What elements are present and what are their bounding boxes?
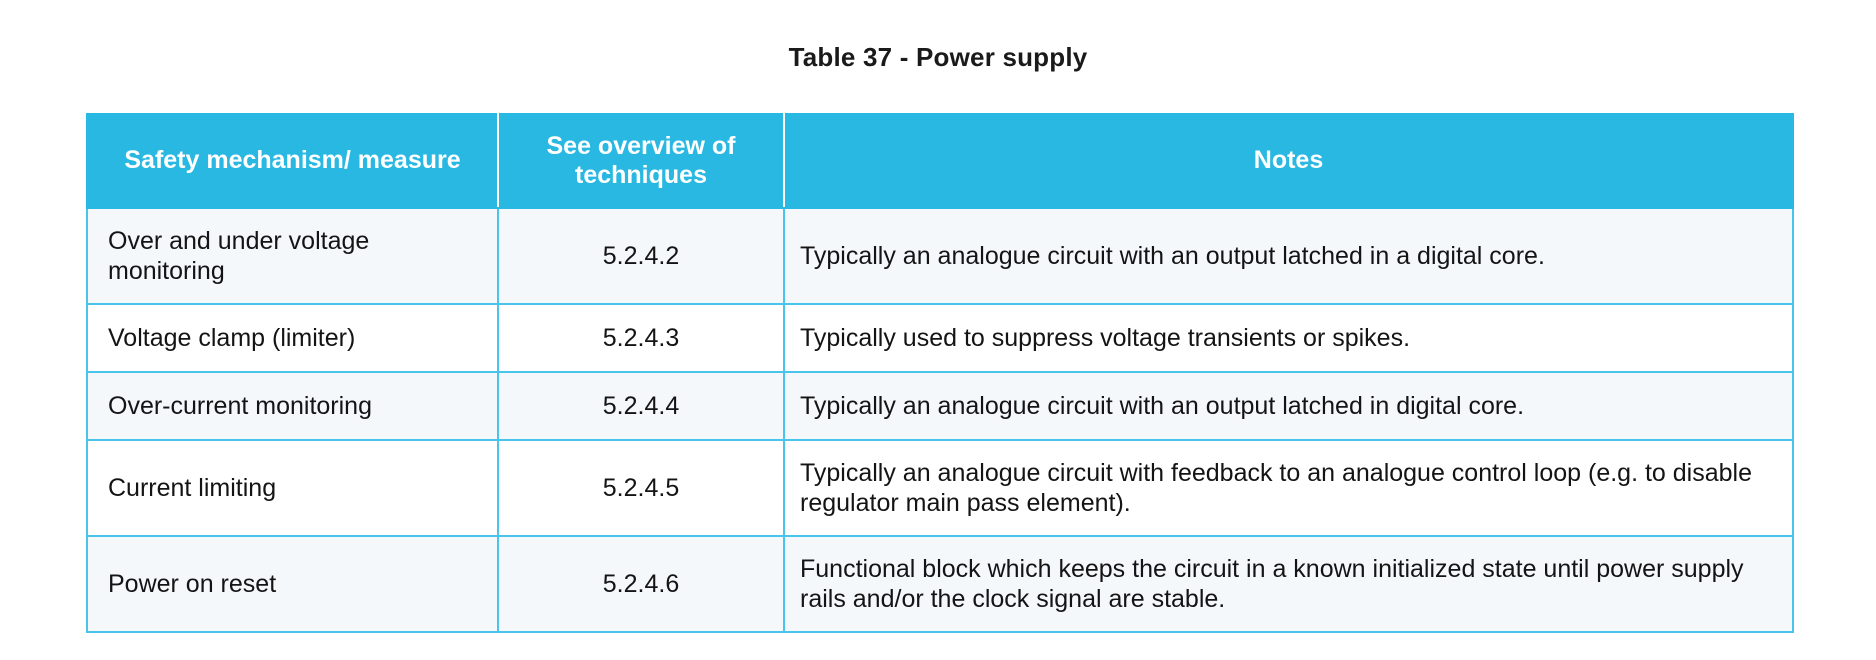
- table-row: Over and under voltage monitoring 5.2.4.…: [86, 207, 1794, 305]
- column-header-see-overview-of-techniques: See overview of techniques: [497, 113, 785, 209]
- cell-safety-mechanism: Power on reset: [86, 535, 499, 633]
- table-row: Over-current monitoring 5.2.4.4 Typicall…: [86, 371, 1794, 441]
- table-body: Over and under voltage monitoring 5.2.4.…: [86, 207, 1794, 633]
- column-header-safety-mechanism: Safety mechanism/ measure: [86, 113, 499, 209]
- cell-safety-mechanism: Over-current monitoring: [86, 371, 499, 441]
- cell-technique-reference: 5.2.4.3: [497, 303, 785, 373]
- cell-technique-reference: 5.2.4.6: [497, 535, 785, 633]
- power-supply-table: Safety mechanism/ measure See overview o…: [86, 113, 1794, 633]
- table-header: Safety mechanism/ measure See overview o…: [86, 113, 1794, 209]
- cell-notes: Typically an analogue circuit with feedb…: [783, 439, 1794, 537]
- table-row: Current limiting 5.2.4.5 Typically an an…: [86, 439, 1794, 537]
- table-row: Power on reset 5.2.4.6 Functional block …: [86, 535, 1794, 633]
- table-caption: Table 37 - Power supply: [788, 42, 1088, 72]
- table-container: Safety mechanism/ measure See overview o…: [86, 113, 1794, 633]
- cell-safety-mechanism: Over and under voltage monitoring: [86, 207, 499, 305]
- cell-technique-reference: 5.2.4.4: [497, 371, 785, 441]
- cell-notes: Typically an analogue circuit with an ou…: [783, 207, 1794, 305]
- cell-notes: Functional block which keeps the circuit…: [783, 535, 1794, 633]
- cell-technique-reference: 5.2.4.2: [497, 207, 785, 305]
- table-row: Voltage clamp (limiter) 5.2.4.3 Typicall…: [86, 303, 1794, 373]
- cell-safety-mechanism: Current limiting: [86, 439, 499, 537]
- header-row: Safety mechanism/ measure See overview o…: [86, 113, 1794, 209]
- cell-notes: Typically used to suppress voltage trans…: [783, 303, 1794, 373]
- cell-safety-mechanism: Voltage clamp (limiter): [86, 303, 499, 373]
- cell-technique-reference: 5.2.4.5: [497, 439, 785, 537]
- cell-notes: Typically an analogue circuit with an ou…: [783, 371, 1794, 441]
- column-header-notes: Notes: [783, 113, 1794, 209]
